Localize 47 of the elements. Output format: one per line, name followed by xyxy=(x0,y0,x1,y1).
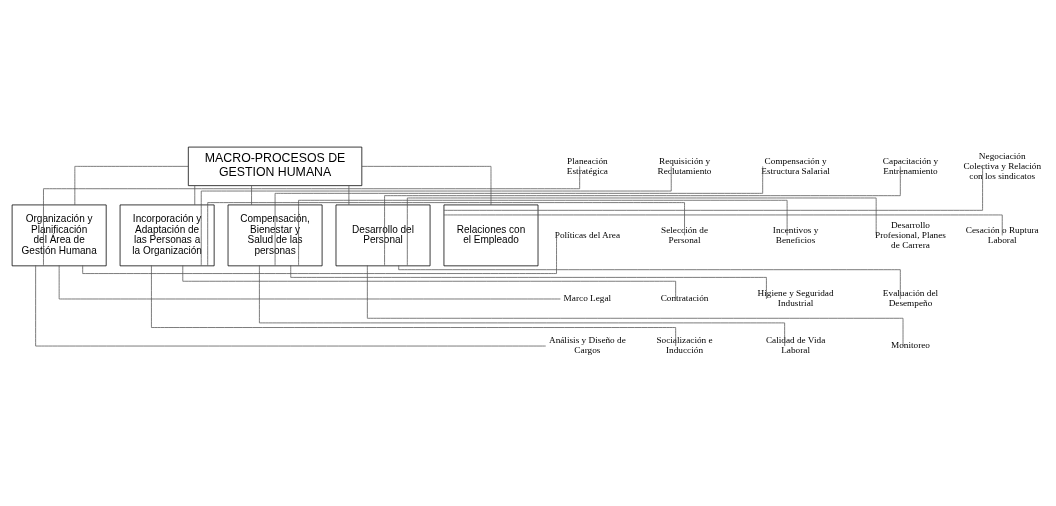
node-text: Análisis y Diseño de Cargos xyxy=(548,334,626,355)
connector xyxy=(74,165,189,205)
node-text: Selección de Personal xyxy=(661,224,709,245)
node-text: Requisición y Reclutamiento xyxy=(657,155,712,176)
node-text: Marco Legal xyxy=(563,292,612,303)
node-box: Compensación, Bienestar y Salud de las personas xyxy=(227,204,323,266)
node-text: Contratación xyxy=(660,292,709,303)
connector xyxy=(58,264,561,299)
node-text: Incentivos y Beneficios xyxy=(772,224,819,245)
connector xyxy=(298,199,788,266)
connector xyxy=(151,264,677,346)
node-text: Capacitación y Entrenamiento xyxy=(882,155,939,176)
connector xyxy=(43,165,581,266)
connector xyxy=(207,201,685,266)
node-text: Compensación y Estructura Salarial xyxy=(761,155,830,176)
connector xyxy=(290,264,767,299)
connector xyxy=(443,165,983,211)
node-text: Planeación Estratégica xyxy=(566,155,608,176)
connector xyxy=(259,264,786,346)
node-text: Políticas del Area xyxy=(554,229,620,240)
node-box: MACRO-PROCESOS DE GESTION HUMANA xyxy=(187,146,363,186)
connector xyxy=(194,185,196,205)
node-box: Desarrollo del Personal xyxy=(335,204,431,266)
node-text: Higiene y Seguridad Industrial xyxy=(757,287,834,308)
connector xyxy=(443,214,1003,236)
node-text: Negociación Colectiva y Relación con los sindicatos xyxy=(963,150,1042,181)
node-text: Evaluación del Desempeño xyxy=(882,287,939,308)
connector xyxy=(251,185,252,205)
connector xyxy=(398,264,901,299)
node-text: Socialización e Inducción xyxy=(656,334,713,355)
connector xyxy=(274,165,764,266)
connector xyxy=(406,197,877,266)
node-text: Cesación o Ruptura Laboral xyxy=(965,224,1039,245)
connector xyxy=(348,185,350,205)
node-box: Incorporación y Adaptación de las Personas a la Organización xyxy=(119,204,215,266)
node-text: Calidad de Vida Laboral xyxy=(765,334,826,355)
connector xyxy=(200,165,672,266)
connector xyxy=(82,234,557,274)
node-text: Desarrollo Profesional, Planes de Carrera xyxy=(875,219,946,250)
connector xyxy=(35,264,547,346)
connector xyxy=(384,165,901,266)
connector xyxy=(366,264,904,346)
connector xyxy=(182,264,677,299)
node-text: Monitoreo xyxy=(890,339,931,350)
node-box: Organización y Planificación del Área de Gestión Humana xyxy=(11,204,107,266)
node-box: Relaciones con el Empleado xyxy=(443,204,539,266)
connector xyxy=(361,165,492,205)
